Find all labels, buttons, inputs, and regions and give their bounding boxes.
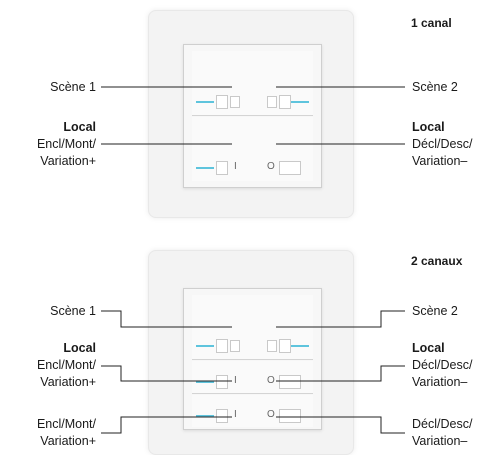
slot-ch1-right <box>279 375 301 389</box>
slot-left <box>216 95 228 109</box>
rocker-channel-2[interactable]: I O <box>192 395 313 427</box>
scene-1-icon <box>230 340 240 352</box>
label-local-bold: Local <box>412 120 445 134</box>
led-scene2 <box>291 345 309 347</box>
rocker-channel-1[interactable]: I O <box>192 361 313 394</box>
label-line2: Variation– <box>412 434 468 448</box>
off-symbol: O <box>267 409 275 420</box>
label-channel2-right: Décl/Desc/ Variation– <box>412 416 472 450</box>
slot-left <box>216 339 228 353</box>
label-local-bold: Local <box>63 120 96 134</box>
leader-local-right-bottom <box>276 365 405 382</box>
label-local-right-top: Local Décl/Desc/ Variation– <box>412 119 472 170</box>
slot-ch2-right <box>279 409 301 423</box>
label-line1: Encl/Mont/ <box>36 358 96 372</box>
scene-2-icon <box>267 340 277 352</box>
led-channel1 <box>196 381 214 383</box>
scene-1-icon <box>230 96 240 108</box>
leader-scene1-bottom <box>101 310 232 328</box>
label-local-right-bottom: Local Décl/Desc/ Variation– <box>412 340 472 391</box>
slot-local-left <box>216 161 228 175</box>
label-line1: Décl/Desc/ <box>412 358 473 372</box>
label-scene2-bottom: Scène 2 <box>412 304 458 318</box>
led-scene1 <box>196 345 214 347</box>
heading-2-canaux: 2 canaux <box>411 254 463 268</box>
on-symbol: I <box>234 375 237 386</box>
led-scene1 <box>196 101 214 103</box>
label-local-bold: Local <box>63 341 96 355</box>
switch-insert-1-canal: I O <box>183 44 322 188</box>
label-local-bold: Local <box>412 341 445 355</box>
label-scene2-top: Scène 2 <box>412 80 458 94</box>
label-line1: Encl/Mont/ <box>36 417 96 431</box>
led-local-on <box>196 167 214 169</box>
label-line2: Variation+ <box>40 434 96 448</box>
on-symbol: I <box>234 161 237 172</box>
leader-lines-group <box>101 86 405 434</box>
off-symbol: O <box>267 375 275 386</box>
label-scene1-top: Scène 1 <box>50 80 96 94</box>
label-line1: Décl/Desc/ <box>412 417 473 431</box>
off-symbol: O <box>267 161 275 172</box>
label-line1: Décl/Desc/ <box>412 137 473 151</box>
slot-ch1-left <box>216 375 228 389</box>
slot-right <box>279 95 291 109</box>
label-channel2-left: Encl/Mont/ Variation+ <box>37 416 96 450</box>
label-local-left-top: Local Encl/Mont/ Variation+ <box>37 119 96 170</box>
label-local-left-bottom: Local Encl/Mont/ Variation+ <box>37 340 96 391</box>
label-line2: Variation+ <box>40 154 96 168</box>
leader-local-left-bottom <box>101 365 232 382</box>
heading-1-canal: 1 canal <box>411 16 452 30</box>
label-line1: Encl/Mont/ <box>36 137 96 151</box>
label-line2: Variation+ <box>40 375 96 389</box>
led-channel2 <box>196 415 214 417</box>
on-symbol: I <box>234 409 237 420</box>
leader-channel2-left <box>101 416 232 434</box>
slot-right <box>279 339 291 353</box>
leader-scene2-bottom <box>276 310 405 328</box>
label-line2: Variation– <box>412 154 468 168</box>
leader-channel2-right <box>276 416 405 434</box>
rocker-scene[interactable] <box>192 51 313 116</box>
switch-insert-2-canaux: I O I O <box>183 288 322 430</box>
scene-2-icon <box>267 96 277 108</box>
led-scene2 <box>291 101 309 103</box>
slot-local-right <box>279 161 301 175</box>
label-line2: Variation– <box>412 375 468 389</box>
rocker-local[interactable]: I O <box>192 117 313 181</box>
label-scene1-bottom: Scène 1 <box>50 304 96 318</box>
slot-ch2-left <box>216 409 228 423</box>
